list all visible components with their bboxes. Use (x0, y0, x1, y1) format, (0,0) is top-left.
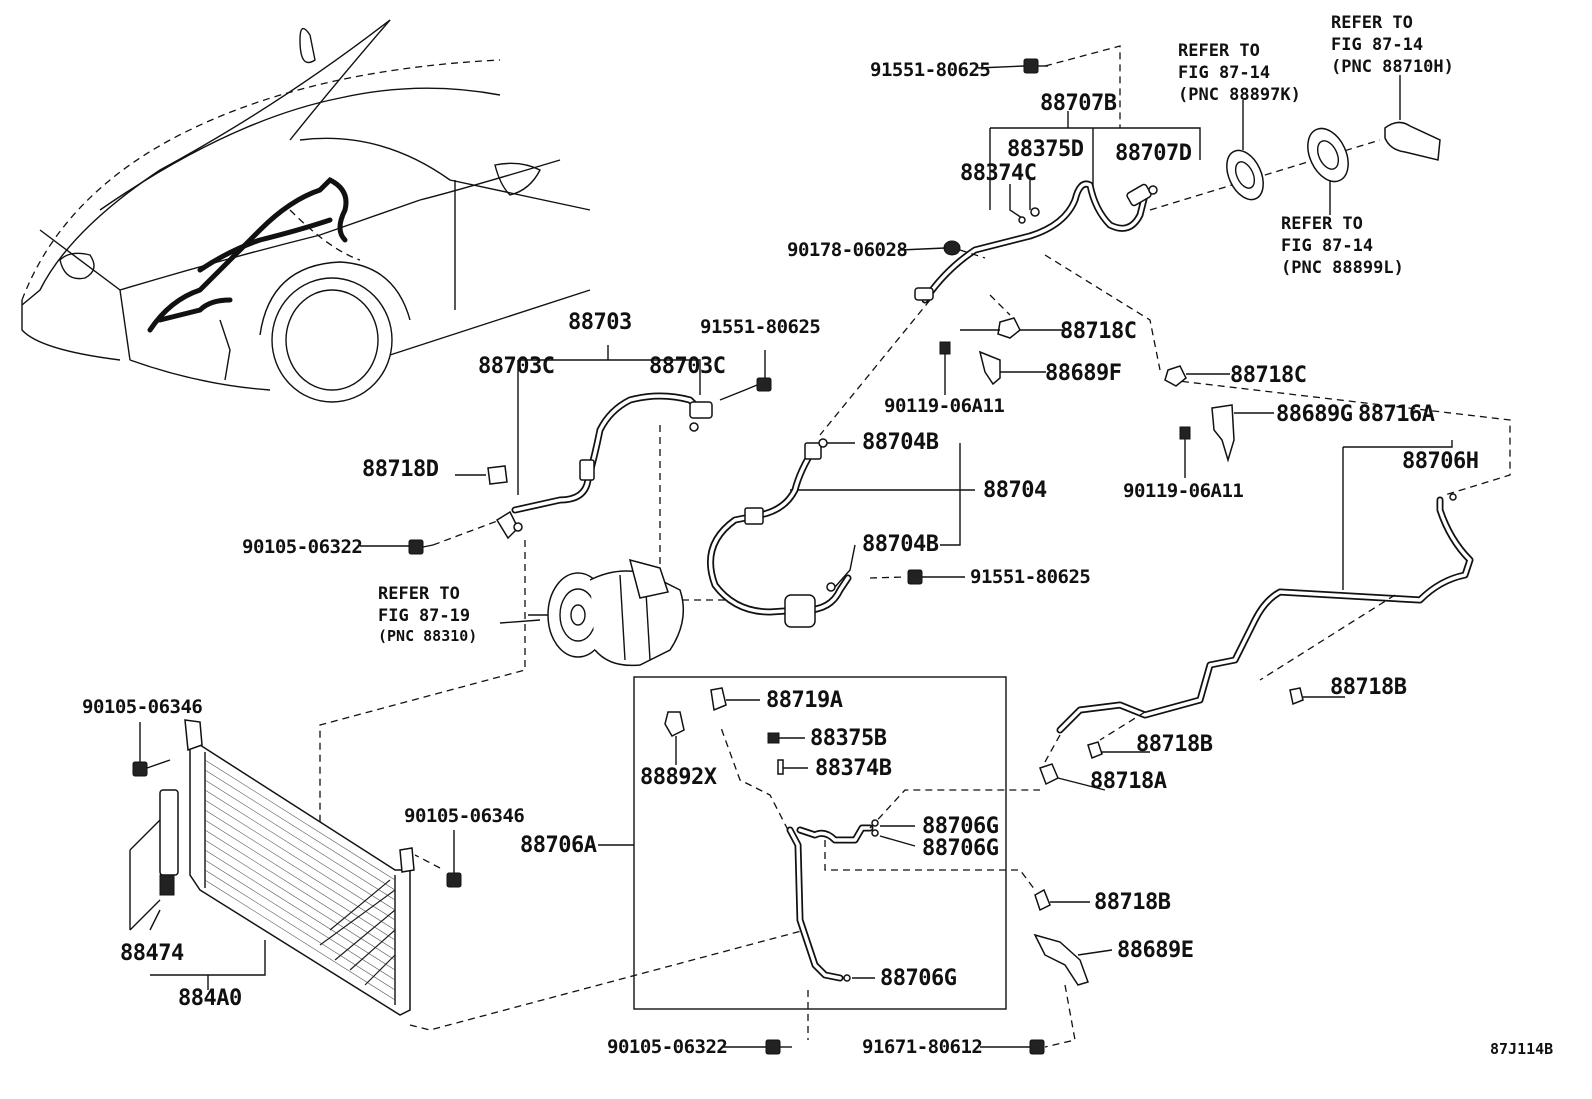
label-90105-06346-a: 90105-06346 (82, 696, 202, 718)
label-91551-80625-low: 91551-80625 (970, 566, 1090, 588)
compressor (528, 558, 725, 667)
ref-88310-line2: FIG 87-19 (378, 606, 470, 626)
mid-brackets (939, 317, 1274, 478)
label-88689E: 88689E (1117, 938, 1193, 963)
ref-88897K-line3: (PNC 88897K) (1178, 85, 1301, 105)
label-88703: 88703 (568, 310, 632, 335)
label-88718A: 88718A (1090, 769, 1167, 794)
ref-88899L-line2: FIG 87-14 (1281, 236, 1373, 256)
label-88718B-c: 88718B (1094, 890, 1171, 915)
vehicle-illustration (21, 19, 591, 403)
label-88706H: 88706H (1402, 449, 1478, 474)
lower-right-brackets (980, 888, 1113, 1055)
label-88718B-a: 88718B (1330, 675, 1407, 700)
label-88706G-b: 88706G (922, 836, 999, 861)
label-88703C-a: 88703C (478, 354, 554, 379)
ref-88710H-line1: REFER TO (1331, 13, 1413, 33)
label-88375B: 88375B (810, 726, 887, 751)
hose-88707B-group (819, 45, 1511, 496)
label-90105-06322-b: 90105-06322 (607, 1036, 727, 1058)
label-90119-06A11-a: 90119-06A11 (884, 395, 1004, 417)
ref-88710H-line2: FIG 87-14 (1331, 35, 1423, 55)
label-88704B-a: 88704B (862, 430, 939, 455)
label-88716A: 88716A (1358, 402, 1435, 427)
label-88718B-b: 88718B (1136, 732, 1213, 757)
label-88718C-b: 88718C (1230, 363, 1306, 388)
label-88689F: 88689F (1045, 361, 1121, 386)
label-90105-06346-b: 90105-06346 (404, 805, 524, 827)
label-88706G-c: 88706G (880, 966, 957, 991)
label-88704: 88704 (983, 478, 1047, 503)
ref-88897K-line2: FIG 87-14 (1178, 63, 1270, 83)
pipe-88716A (1039, 440, 1474, 791)
label-88707B: 88707B (1040, 91, 1117, 116)
label-90178-06028: 90178-06028 (787, 239, 907, 261)
label-90119-06A11-b: 90119-06A11 (1123, 480, 1243, 502)
label-88718C-a: 88718C (1060, 319, 1136, 344)
ref-88310-line3: (PNC 88310) (378, 627, 477, 645)
label-88374B: 88374B (815, 756, 892, 781)
label-88707D: 88707D (1115, 141, 1192, 166)
label-88892X: 88892X (640, 765, 717, 790)
label-88718D: 88718D (362, 457, 439, 482)
label-88703C-b: 88703C (649, 354, 725, 379)
hose-88703 (319, 345, 772, 900)
pipe-88706A-box (598, 676, 1040, 1055)
refer-to-notes: REFER TO FIG 87-14 (PNC 88710H) REFER TO… (378, 13, 1454, 645)
ref-88899L-line1: REFER TO (1281, 214, 1363, 234)
ref-88897K-line1: REFER TO (1178, 41, 1260, 61)
label-91671-80612: 91671-80612 (862, 1036, 982, 1058)
label-88689G: 88689G (1276, 402, 1353, 427)
label-88375D: 88375D (1007, 137, 1084, 162)
label-88474: 88474 (120, 941, 184, 966)
label-91551-80625-mid: 91551-80625 (700, 316, 820, 338)
label-88374C: 88374C (960, 161, 1036, 186)
label-88706A: 88706A (520, 833, 597, 858)
condenser (129, 719, 806, 1031)
seal-refer-parts (1226, 75, 1441, 215)
label-88704B-b: 88704B (862, 532, 939, 557)
label-90105-06322-a: 90105-06322 (242, 536, 362, 558)
hose-88704 (707, 438, 975, 628)
label-88706G-a: 88706G (922, 814, 999, 839)
label-88719A: 88719A (766, 688, 843, 713)
leader-lines (360, 65, 1025, 624)
diagram-code: 87J114B (1490, 1040, 1553, 1058)
ref-88899L-line3: (PNC 88899L) (1281, 258, 1404, 278)
ref-88710H-line3: (PNC 88710H) (1331, 57, 1454, 77)
ref-88310-line1: REFER TO (378, 584, 460, 604)
label-91551-80625-top: 91551-80625 (870, 59, 990, 81)
label-884A0: 884A0 (178, 986, 242, 1011)
part-labels: 91551-80625 88707B 88375D 88374C 88707D … (82, 59, 1479, 1058)
